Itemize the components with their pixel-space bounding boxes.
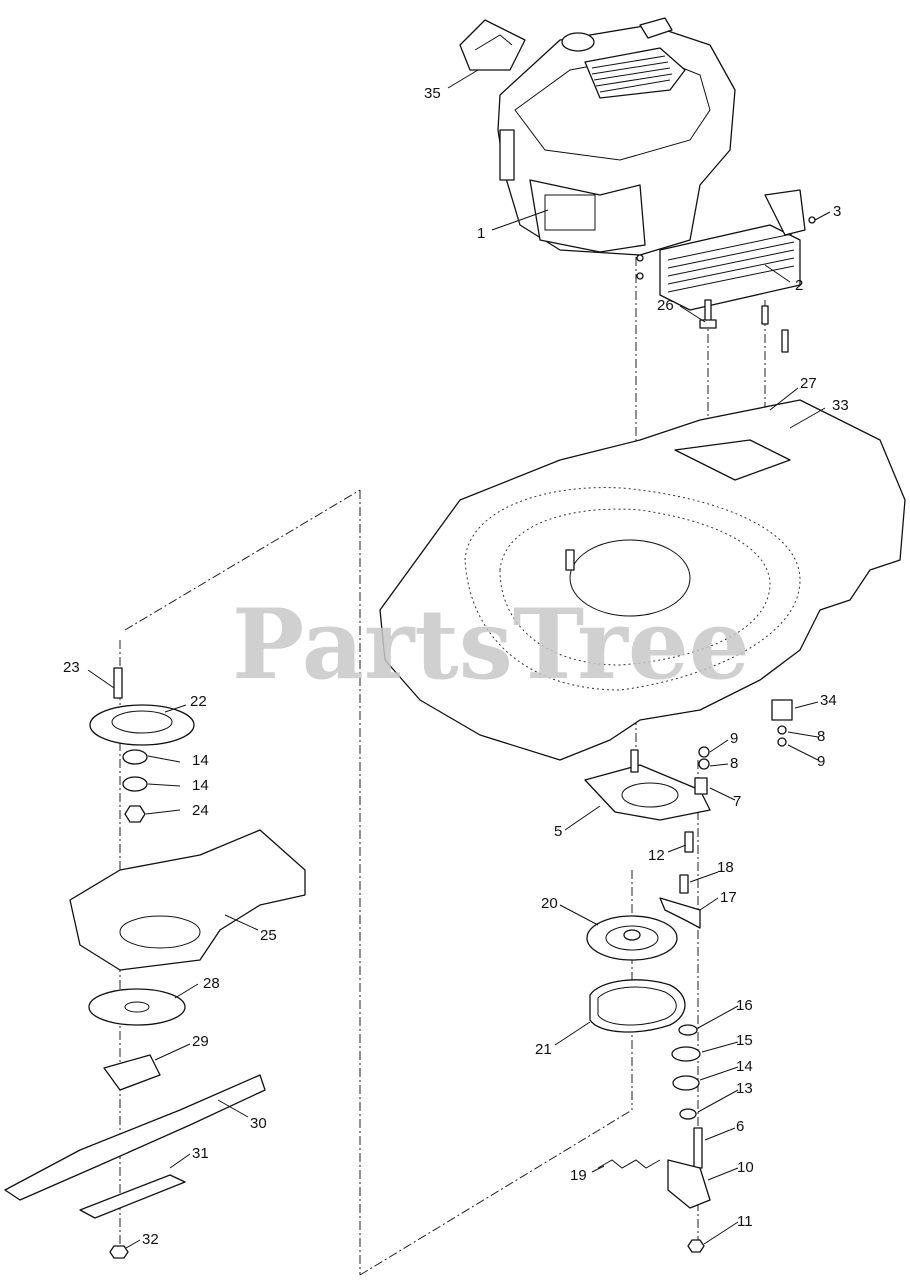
callout-28: 28 [203, 975, 220, 992]
callout-21: 21 [535, 1041, 552, 1058]
callout-33: 33 [832, 397, 849, 414]
callout-10: 10 [737, 1159, 754, 1176]
callout-7: 7 [733, 793, 741, 810]
spindle-stack [597, 1024, 711, 1253]
drive-pulley [586, 874, 701, 961]
callout-14-lower: 14 [736, 1058, 753, 1075]
callout-34: 34 [820, 692, 837, 709]
watermark-text: PartsTree [232, 588, 750, 701]
callout-32: 32 [142, 1231, 159, 1248]
callout-8-center: 8 [730, 755, 738, 772]
callout-6: 6 [736, 1118, 744, 1135]
callout-31: 31 [192, 1145, 209, 1162]
callout-29: 29 [192, 1033, 209, 1050]
leader-lines [87, 69, 831, 1249]
callout-11: 11 [737, 1213, 753, 1230]
callout-8-right: 8 [817, 728, 825, 745]
alignment-lines [119, 240, 766, 1276]
callout-9-right: 9 [817, 753, 825, 770]
callout-22: 22 [190, 693, 207, 710]
callout-17: 17 [720, 889, 737, 906]
idler-arm [584, 699, 793, 853]
muffler-guard [636, 189, 816, 311]
engine [459, 17, 736, 256]
callout-24: 24 [192, 802, 209, 819]
callout-27: 27 [800, 375, 817, 392]
callout-1: 1 [477, 225, 485, 242]
callout-19: 19 [570, 1167, 587, 1184]
blade-assembly [4, 667, 306, 1259]
callout-25: 25 [260, 927, 277, 944]
mower-deck [379, 399, 906, 761]
callout-labels: 35 1 3 2 26 27 33 23 22 14 14 24 25 28 2… [63, 85, 849, 1248]
callout-9-center: 9 [730, 730, 738, 747]
callout-20: 20 [541, 895, 558, 912]
callout-5: 5 [554, 823, 562, 840]
callout-2: 2 [795, 277, 803, 294]
callout-15: 15 [736, 1032, 753, 1049]
v-belt [589, 979, 686, 1033]
callout-26: 26 [657, 297, 674, 314]
callout-13: 13 [736, 1080, 753, 1097]
callout-12: 12 [648, 847, 665, 864]
callout-23: 23 [63, 659, 80, 676]
callout-14-middle: 14 [192, 777, 209, 794]
callout-3: 3 [833, 203, 841, 220]
callout-14-top: 14 [192, 752, 209, 769]
callout-18: 18 [717, 859, 734, 876]
callout-16: 16 [736, 997, 753, 1014]
deck-hardware [699, 299, 789, 353]
callout-35: 35 [424, 85, 441, 102]
callout-30: 30 [250, 1115, 267, 1132]
